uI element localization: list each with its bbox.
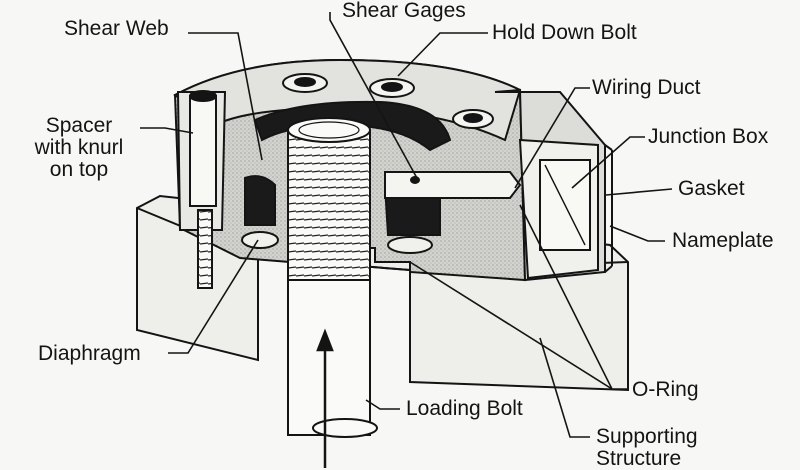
loading-bolt-thread	[287, 117, 371, 281]
label-loading-bolt: Loading Bolt	[406, 397, 523, 420]
label-junction-box: Junction Box	[648, 125, 769, 148]
spacer-bolt	[176, 90, 227, 289]
leader-lines	[140, 12, 673, 438]
leader-wiring-duct	[514, 87, 590, 189]
label-spacer: Spacer with knurl on top	[24, 115, 134, 181]
leader-gasket	[605, 188, 673, 196]
leader-shear-web	[188, 32, 263, 161]
leader-diaphragm	[168, 239, 259, 354]
label-shear-web: Shear Web	[64, 17, 169, 40]
label-spacer-line1: Spacer	[45, 114, 113, 137]
label-nameplate: Nameplate	[672, 229, 774, 252]
label-spacer-line3: on top	[49, 158, 109, 181]
label-hold-down-bolt: Hold Down Bolt	[492, 21, 637, 44]
load-arrow	[316, 328, 334, 468]
leader-loading-bolt	[365, 399, 400, 410]
leader-hold-down-bolt	[397, 32, 488, 77]
label-supporting-structure-line2: Structure	[596, 447, 682, 470]
leader-supporting-structure	[539, 337, 590, 438]
label-spacer-line2: with knurl	[34, 136, 124, 159]
label-o-ring: O-Ring	[632, 378, 699, 401]
hold-down-bolt-heads	[282, 73, 494, 129]
label-gasket: Gasket	[678, 177, 745, 200]
label-supporting-structure: Supporting Structure	[596, 426, 698, 470]
leader-junction-box	[571, 136, 645, 189]
loading-bolt-shaft	[287, 254, 378, 438]
leader-o-ring-2	[409, 261, 613, 390]
label-wiring-duct: Wiring Duct	[592, 76, 701, 99]
leader-spacer	[140, 127, 194, 134]
label-shear-gages: Shear Gages	[342, 0, 466, 22]
leader-shear-gages	[329, 12, 419, 181]
label-diaphragm: Diaphragm	[38, 342, 141, 365]
leader-nameplate	[609, 225, 665, 242]
label-supporting-structure-line1: Supporting	[596, 425, 698, 448]
